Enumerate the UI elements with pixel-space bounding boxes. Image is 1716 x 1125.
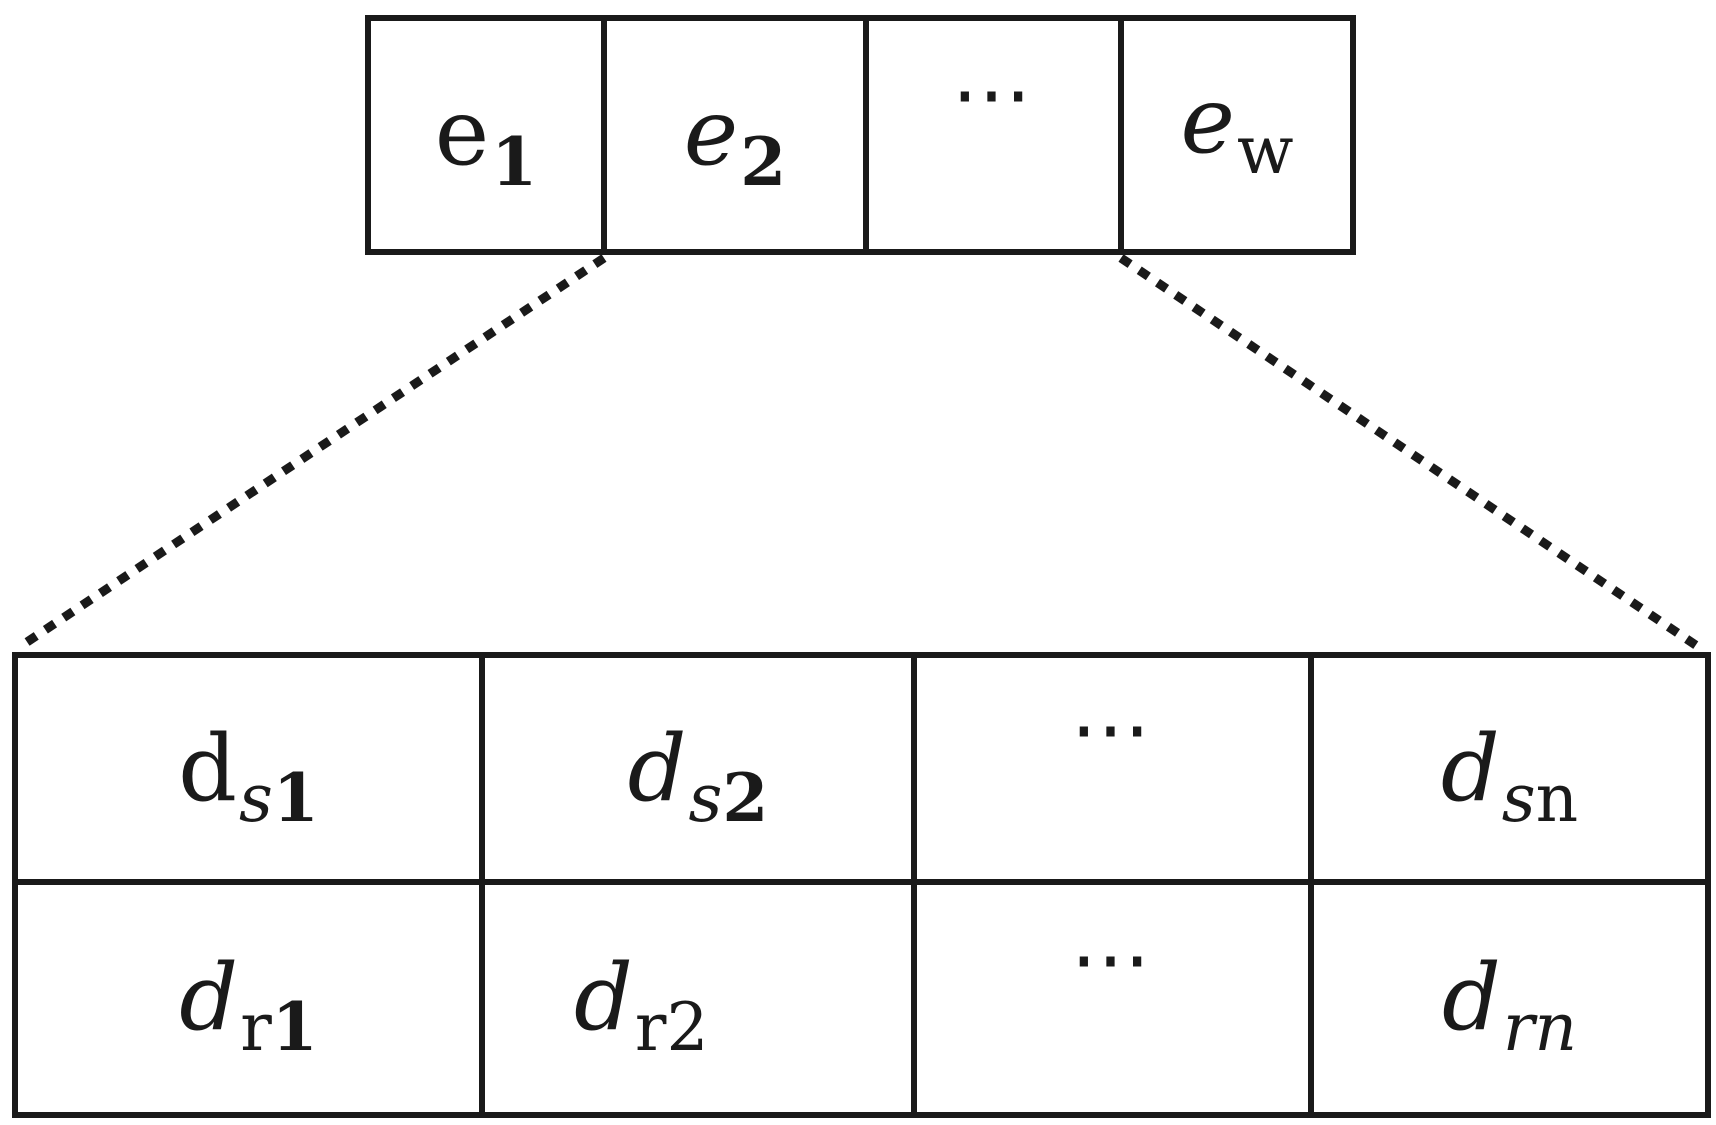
symbol-subscript-part: 1 — [271, 988, 318, 1067]
parent-cell-ellipsis: ⋯ — [866, 17, 1121, 249]
connector-right — [1118, 254, 1703, 652]
symbol-base: d — [1440, 714, 1500, 822]
symbol-subscript: 1 — [491, 123, 538, 202]
symbol-base: d — [627, 714, 687, 822]
child-cell-ellipsis-row2: ⋯ — [914, 882, 1311, 1114]
symbol-subscript-part: s — [1501, 759, 1536, 837]
parent-cell-e1: e 1 — [368, 17, 604, 249]
symbol-e1: e 1 — [434, 79, 537, 196]
symbol-subscript-part: r — [240, 989, 272, 1067]
symbol-base: e — [1180, 67, 1235, 174]
parent-array-frame — [365, 15, 1356, 255]
symbol-subscript-part: rn — [1502, 989, 1577, 1067]
symbol-ew: e w — [1180, 67, 1294, 184]
symbol-subscript-part: s — [688, 759, 723, 837]
symbol-drn: d rn — [1442, 944, 1577, 1061]
symbol-subscript-part: 2 — [722, 758, 769, 837]
symbol-subscript-part: r2 — [634, 989, 709, 1067]
ellipsis: ⋯ — [1070, 911, 1155, 1005]
symbol-e2: e 2 — [683, 79, 786, 196]
symbol-dr2: d r2 — [574, 944, 708, 1061]
symbol-base: d — [179, 944, 239, 1051]
symbol-base: e — [434, 79, 490, 186]
symbol-base: d — [574, 944, 633, 1051]
ellipsis: ⋯ — [1070, 682, 1155, 775]
symbol-subscript: w — [1236, 112, 1294, 190]
parent-cell-e2: e 2 — [604, 17, 866, 249]
symbol-subscript-part: n — [1535, 759, 1579, 837]
child-cell-ellipsis-row1: ⋯ — [914, 655, 1311, 882]
expansion-connectors — [15, 254, 1703, 652]
child-cell-drn: d rn — [1311, 882, 1708, 1114]
symbol-base: d — [1442, 944, 1501, 1051]
symbol-subscript-part: s — [239, 759, 273, 837]
child-cell-dr2: d r2 — [482, 882, 914, 1114]
parent-cell-ew: e w — [1121, 17, 1353, 249]
parent-array-border — [365, 15, 1356, 255]
child-table-frame — [12, 652, 1711, 1118]
symbol-subscript-part: 1 — [272, 758, 319, 837]
symbol-base: e — [683, 79, 739, 186]
connector-left — [15, 254, 607, 652]
symbol-subscript: 2 — [740, 123, 787, 202]
symbol-base: d — [178, 714, 238, 822]
ellipsis: ⋯ — [951, 46, 1036, 140]
